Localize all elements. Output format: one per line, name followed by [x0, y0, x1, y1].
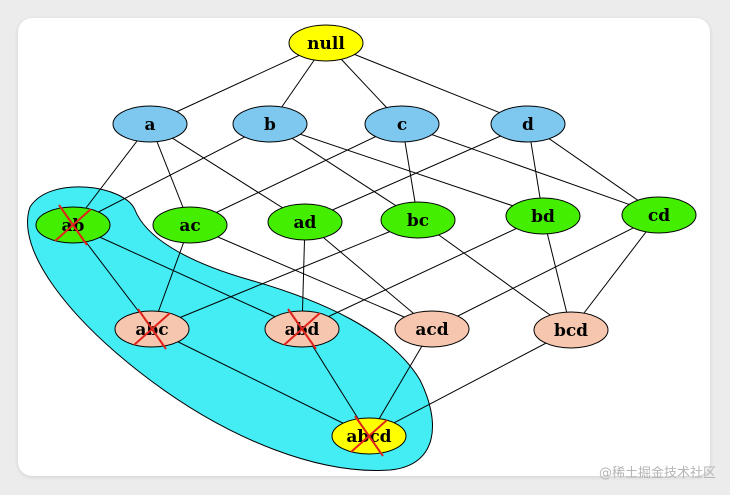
cross-mark-abc: [133, 308, 171, 350]
svg-text:cd: cd: [648, 206, 670, 226]
svg-text:ad: ad: [294, 213, 317, 233]
svg-text:ac: ac: [179, 216, 200, 236]
edge-bd-bcd: [542, 215, 572, 331]
edge-cd-acd: [431, 214, 660, 330]
node-bd: bd: [505, 197, 581, 235]
edge-ad-acd: [304, 221, 433, 330]
watermark-text: @稀土掘金技术社区: [598, 466, 716, 481]
node-ad: ad: [267, 203, 343, 241]
pruned-cross-marks: [54, 204, 388, 457]
node-acd: acd: [394, 310, 470, 348]
edge-null-a: [149, 42, 327, 125]
edge-abc-abcd: [151, 328, 370, 437]
edge-cd-bcd: [570, 214, 660, 331]
edge-d-cd: [527, 123, 660, 216]
edge-abd-abcd: [301, 328, 370, 437]
svg-text:bcd: bcd: [554, 321, 588, 341]
node-d: d: [490, 105, 566, 143]
svg-text:a: a: [144, 115, 155, 135]
node-b: b: [232, 105, 308, 143]
edge-bd-abd: [301, 215, 544, 330]
edge-null-d: [325, 42, 529, 125]
svg-text:c: c: [397, 115, 407, 135]
pruned-region-highlight: [27, 186, 433, 471]
edge-c-cd: [401, 123, 660, 216]
node-c: c: [364, 105, 440, 143]
svg-text:d: d: [522, 115, 534, 135]
edge-b-bc: [269, 123, 419, 221]
lattice-edges: [72, 42, 660, 437]
cross-mark-abcd: [350, 415, 388, 457]
node-bcd: bcd: [533, 311, 609, 349]
edge-bc-abc: [151, 219, 419, 330]
edge-a-ad: [149, 123, 306, 223]
edge-acd-abcd: [368, 328, 433, 437]
node-null: null: [288, 24, 364, 62]
edge-d-ad: [304, 123, 529, 223]
node-cd: cd: [621, 196, 697, 234]
svg-text:b: b: [264, 115, 276, 135]
edge-c-ac: [189, 123, 403, 226]
node-ac: ac: [152, 206, 228, 244]
svg-text:bd: bd: [531, 207, 555, 227]
svg-text:null: null: [307, 34, 345, 54]
svg-text:bc: bc: [407, 211, 429, 231]
edge-ab-abd: [72, 224, 303, 330]
edge-b-ab: [72, 123, 271, 226]
edge-ac-acd: [189, 224, 433, 330]
cross-mark-abd: [283, 308, 321, 350]
cross-mark-ab: [54, 204, 92, 246]
edge-bc-bcd: [417, 219, 572, 331]
svg-text:acd: acd: [415, 320, 448, 340]
node-a: a: [112, 105, 188, 143]
edge-b-bd: [269, 123, 544, 217]
edge-bcd-abcd: [368, 329, 572, 437]
node-bc: bc: [380, 201, 456, 239]
